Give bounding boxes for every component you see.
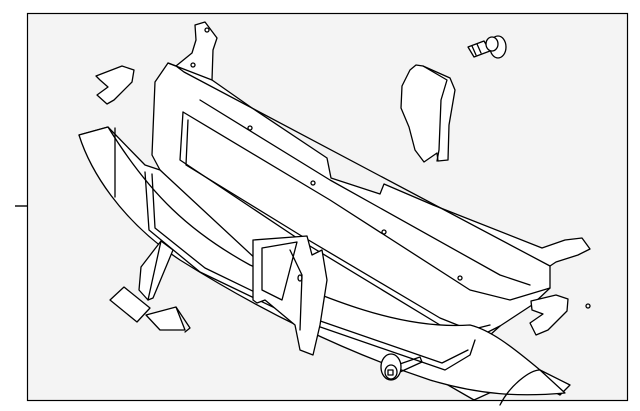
retainer-clip-left — [95, 65, 135, 105]
retainer-clip-right — [529, 294, 569, 336]
side-bracket — [400, 64, 456, 163]
push-rivet — [380, 353, 423, 381]
screw — [467, 35, 507, 59]
mitsubishi-emblem — [109, 240, 191, 333]
emblem-bracket — [252, 235, 328, 356]
